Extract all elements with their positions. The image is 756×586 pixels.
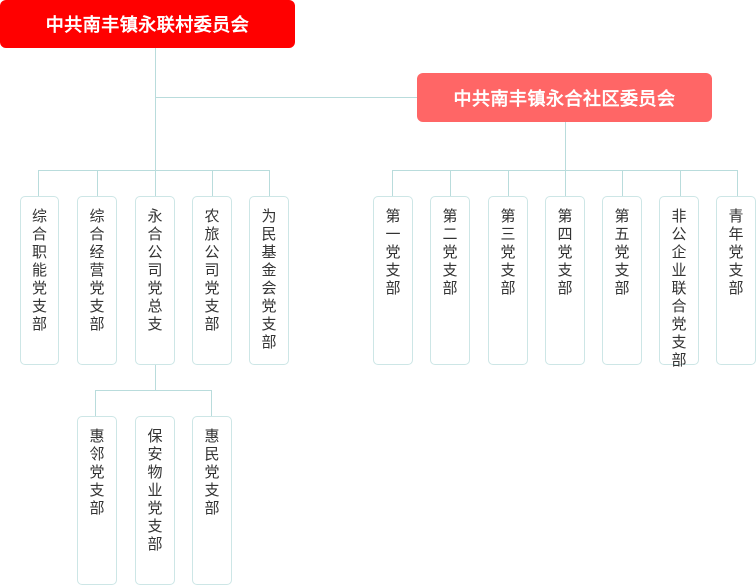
branch-label: 惠邻党支部 (89, 427, 105, 517)
branch-label: 第三党支部 (500, 207, 516, 297)
branch-box-company-3: 惠民党支部 (192, 416, 232, 585)
branch-box-community-4: 第四党支部 (545, 196, 585, 365)
branch-box-village-3: 永合公司党总支 (135, 196, 175, 365)
branch-label: 非公企业联合党支部 (671, 207, 687, 369)
branch-label: 第二党支部 (442, 207, 458, 297)
branch-box-community-6: 非公企业联合党支部 (659, 196, 699, 369)
branch-box-company-1: 惠邻党支部 (77, 416, 117, 585)
branch-label: 惠民党支部 (204, 427, 220, 517)
connector-line (450, 170, 451, 196)
village-committee-header: 中共南丰镇永联村委员会 (0, 0, 295, 48)
connector-line (155, 48, 156, 196)
branch-label: 保安物业党支部 (147, 427, 163, 553)
connector-line (737, 170, 738, 196)
branch-box-village-1: 综合职能党支部 (20, 196, 59, 365)
connector-line (211, 390, 212, 416)
connector-line (565, 122, 566, 196)
connector-line (392, 170, 738, 171)
branch-label: 综合职能党支部 (31, 207, 47, 333)
branch-label: 第四党支部 (557, 207, 573, 297)
connector-line (269, 170, 270, 196)
branch-box-company-2: 保安物业党支部 (135, 416, 175, 585)
branch-box-village-2: 综合经营党支部 (77, 196, 117, 365)
community-committee-header: 中共南丰镇永合社区委员会 (417, 73, 712, 122)
branch-box-community-3: 第三党支部 (488, 196, 528, 365)
connector-line (212, 170, 213, 196)
branch-label: 第五党支部 (614, 207, 630, 297)
connector-line (508, 170, 509, 196)
branch-label: 综合经营党支部 (89, 207, 105, 333)
village-committee-title: 中共南丰镇永联村委员会 (45, 15, 250, 36)
branch-box-community-7: 青年党支部 (716, 196, 756, 365)
connector-line (95, 390, 212, 391)
branch-box-community-2: 第二党支部 (430, 196, 470, 365)
connector-line (97, 170, 98, 196)
branch-box-community-5: 第五党支部 (602, 196, 642, 365)
connector-line (38, 170, 269, 171)
branch-label: 永合公司党总支 (147, 207, 163, 333)
connector-line (680, 170, 681, 196)
connector-line (155, 97, 417, 98)
branch-box-village-5: 为民基金会党支部 (249, 196, 289, 365)
branch-label: 农旅公司党支部 (204, 207, 220, 333)
branch-box-community-1: 第一党支部 (373, 196, 413, 365)
branch-label: 青年党支部 (728, 207, 744, 297)
connector-line (155, 365, 156, 391)
community-committee-title: 中共南丰镇永合社区委员会 (453, 88, 676, 110)
branch-label: 为民基金会党支部 (261, 207, 277, 351)
branch-box-village-4: 农旅公司党支部 (192, 196, 232, 365)
connector-line (38, 170, 39, 196)
branch-label: 第一党支部 (385, 207, 401, 297)
connector-line (392, 170, 393, 196)
connector-line (622, 170, 623, 196)
connector-line (95, 390, 96, 416)
